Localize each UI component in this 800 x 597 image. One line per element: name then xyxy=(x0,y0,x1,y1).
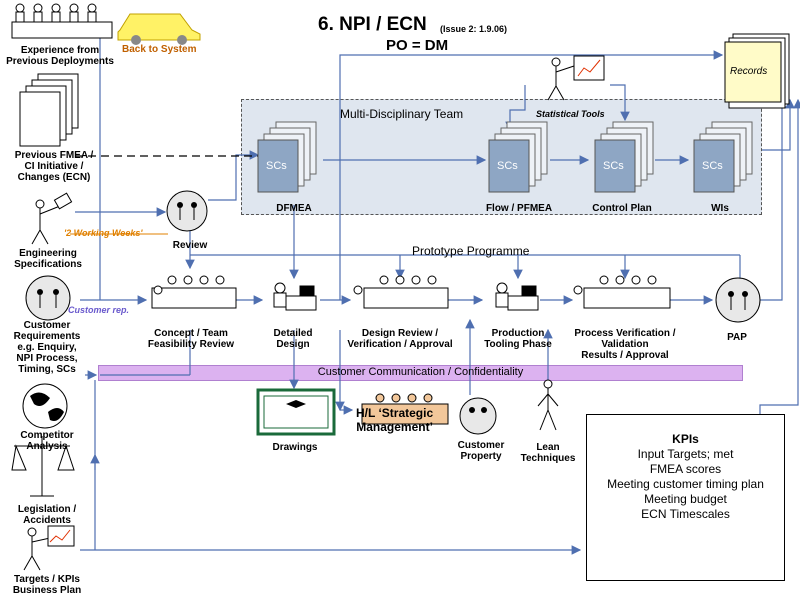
sc-text-wis: SCs xyxy=(702,160,723,172)
customer-property-icon xyxy=(459,397,497,435)
communication-bar xyxy=(98,365,743,381)
kpi-item: ECN Timescales xyxy=(641,507,730,521)
kpi-item: Input Targets; met xyxy=(637,447,734,461)
document-stack-icon xyxy=(19,73,79,147)
page-title: 6. NPI / ECN xyxy=(318,14,427,35)
management-label: H/L ‘Strategic Management’ xyxy=(356,406,434,434)
sc-text-control-plan: SCs xyxy=(603,160,624,172)
concept-team-icon xyxy=(151,275,237,309)
communication-label: Customer Communication / Confidentiality xyxy=(317,366,524,378)
step-label-production: Production Tooling Phase xyxy=(484,328,552,350)
management-team-icon xyxy=(361,393,449,425)
step-label-pap: PAP xyxy=(727,332,747,343)
connector-arrows xyxy=(75,25,800,555)
issue-label: (Issue 2: 1.9.06) xyxy=(440,24,508,34)
doc-stack-control-plan xyxy=(594,121,654,193)
subtitle: PO = DM xyxy=(386,37,449,54)
team-label: Multi-Disciplinary Team xyxy=(340,107,464,121)
kpi-title: KPIs xyxy=(672,432,699,446)
lean-icon xyxy=(537,379,559,431)
input-label-customer-req: Customer Requirements e.g. Enquiry, NPI … xyxy=(13,320,81,375)
designer-desk-icon xyxy=(273,282,317,311)
doc-label-pfmea: Flow / PFMEA xyxy=(485,203,553,214)
person-presenting-icon xyxy=(31,192,73,245)
sc-text-pfmea: SCs xyxy=(497,160,518,172)
kpi-item: FMEA scores xyxy=(649,462,722,476)
production-tooling-icon xyxy=(495,282,539,311)
input-label-targets: Targets / KPIs Business Plan xyxy=(12,574,82,596)
input-label-fmea: Previous FMEA / CI Initiative / Changes … xyxy=(14,150,94,183)
drawings-icon xyxy=(256,388,336,436)
meeting-team-icon xyxy=(11,3,113,39)
doc-stack-wis xyxy=(693,121,753,193)
lean-label: Lean Techniques xyxy=(520,442,576,464)
sc-text-dfmea: SCs xyxy=(266,160,287,172)
drawings-label: Drawings xyxy=(272,442,318,453)
process-verification-team-icon xyxy=(573,275,671,309)
doc-stack-pfmea xyxy=(488,121,548,193)
step-label-design-review: Design Review / Verification / Approval xyxy=(347,328,453,350)
doc-label-control-plan: Control Plan xyxy=(592,203,652,214)
records-icon xyxy=(724,33,790,109)
globe-people-icon xyxy=(25,275,71,321)
review-icon xyxy=(166,190,208,232)
doc-label-wis: WIs xyxy=(711,203,729,214)
statistical-tools-icon xyxy=(547,55,605,101)
step-label-concept: Concept / Team Feasibility Review xyxy=(147,328,235,350)
input-label-eng-spec: Engineering Specifications xyxy=(14,248,82,270)
prototype-label: Prototype Programme xyxy=(412,244,530,258)
car-icon xyxy=(117,13,201,45)
doc-label-dfmea: DFMEA xyxy=(276,203,312,214)
kpi-box xyxy=(586,414,785,581)
statistical-tools-label: Statistical Tools xyxy=(536,109,605,119)
input-label-legislation: Legislation / Accidents xyxy=(17,504,77,526)
pap-icon xyxy=(715,277,761,323)
step-label-process-verification: Process Verification / Validation Result… xyxy=(574,328,676,361)
scales-icon xyxy=(11,436,75,497)
doc-stack-dfmea xyxy=(257,121,317,193)
input-label-experience: Experience from Previous Deployments xyxy=(6,45,114,67)
design-review-team-icon xyxy=(353,275,449,309)
kpi-item: Meeting customer timing plan xyxy=(607,477,764,491)
chart-presenter-icon xyxy=(23,525,75,571)
kpi-item: Meeting budget xyxy=(644,492,727,506)
input-label-competitor: Competitor Analysis xyxy=(20,430,74,452)
working-weeks-label: '2 Working Weeks' xyxy=(64,228,143,238)
globe-icon xyxy=(22,383,68,429)
review-label: Review xyxy=(172,240,208,251)
customer-rep-label: Customer rep. xyxy=(68,305,130,315)
kpi-list: Input Targets; met FMEA scores Meeting c… xyxy=(586,447,785,522)
step-label-detailed-design: Detailed Design xyxy=(273,328,313,350)
customer-property-label: Customer Property xyxy=(457,440,505,462)
back-to-system-button[interactable]: Back to System xyxy=(122,44,197,55)
records-label: Records xyxy=(730,66,768,77)
